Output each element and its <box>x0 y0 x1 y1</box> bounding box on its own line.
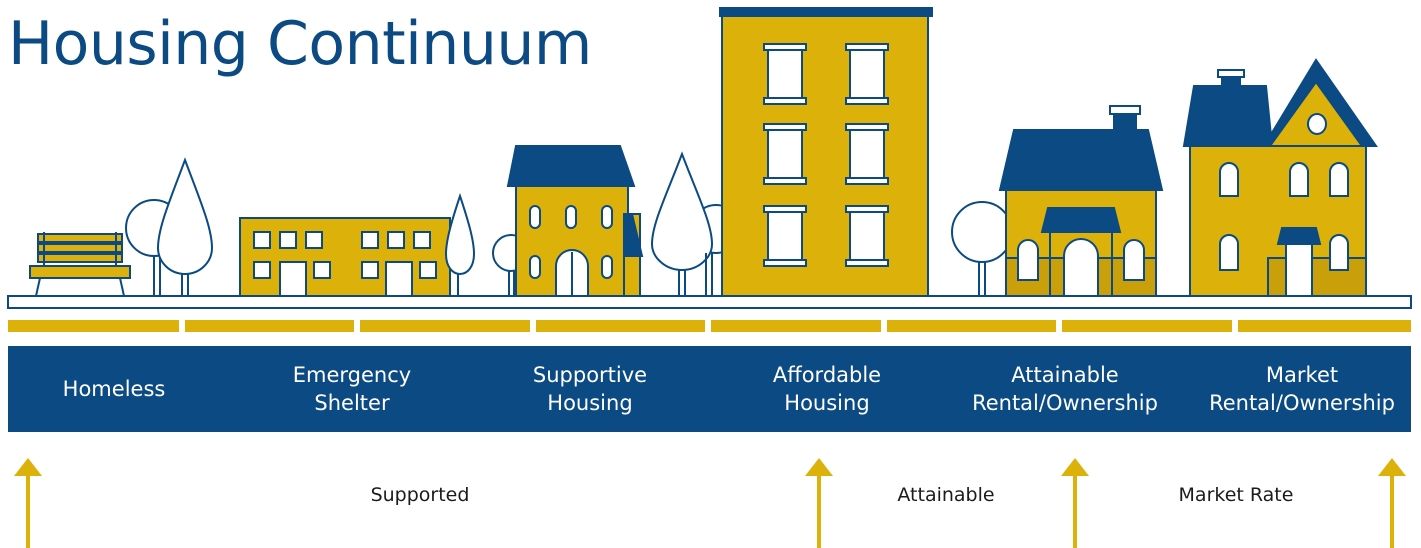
range-label-market-rate: Market Rate <box>1178 484 1294 506</box>
tree-icon <box>125 157 214 296</box>
progress-segments <box>8 320 1411 332</box>
ground <box>7 295 1412 309</box>
affordable-housing-building <box>719 7 933 297</box>
bench-icon <box>29 232 131 297</box>
stage-band <box>8 346 1411 432</box>
stage-emergency-shelter: Emergency Shelter <box>292 363 412 415</box>
tree-icon <box>951 201 1013 296</box>
stage-supportive-housing: Supportive Housing <box>532 363 648 415</box>
market-house <box>1182 58 1378 297</box>
stage-market: Market Rental/Ownership <box>1209 363 1395 415</box>
attainable-house <box>998 105 1164 297</box>
range-arrows <box>14 458 1406 548</box>
stage-homeless: Homeless <box>62 377 166 401</box>
tree-icon <box>444 192 476 296</box>
stage-affordable-housing: Affordable Housing <box>772 363 882 415</box>
range-label-attainable: Attainable <box>897 484 995 506</box>
stage-attainable: Attainable Rental/Ownership <box>972 363 1158 415</box>
supportive-housing-building <box>506 145 644 297</box>
range-label-supported: Supported <box>370 484 470 506</box>
page-title: Housing Continuum <box>8 9 592 79</box>
emergency-shelter-building <box>239 217 451 297</box>
